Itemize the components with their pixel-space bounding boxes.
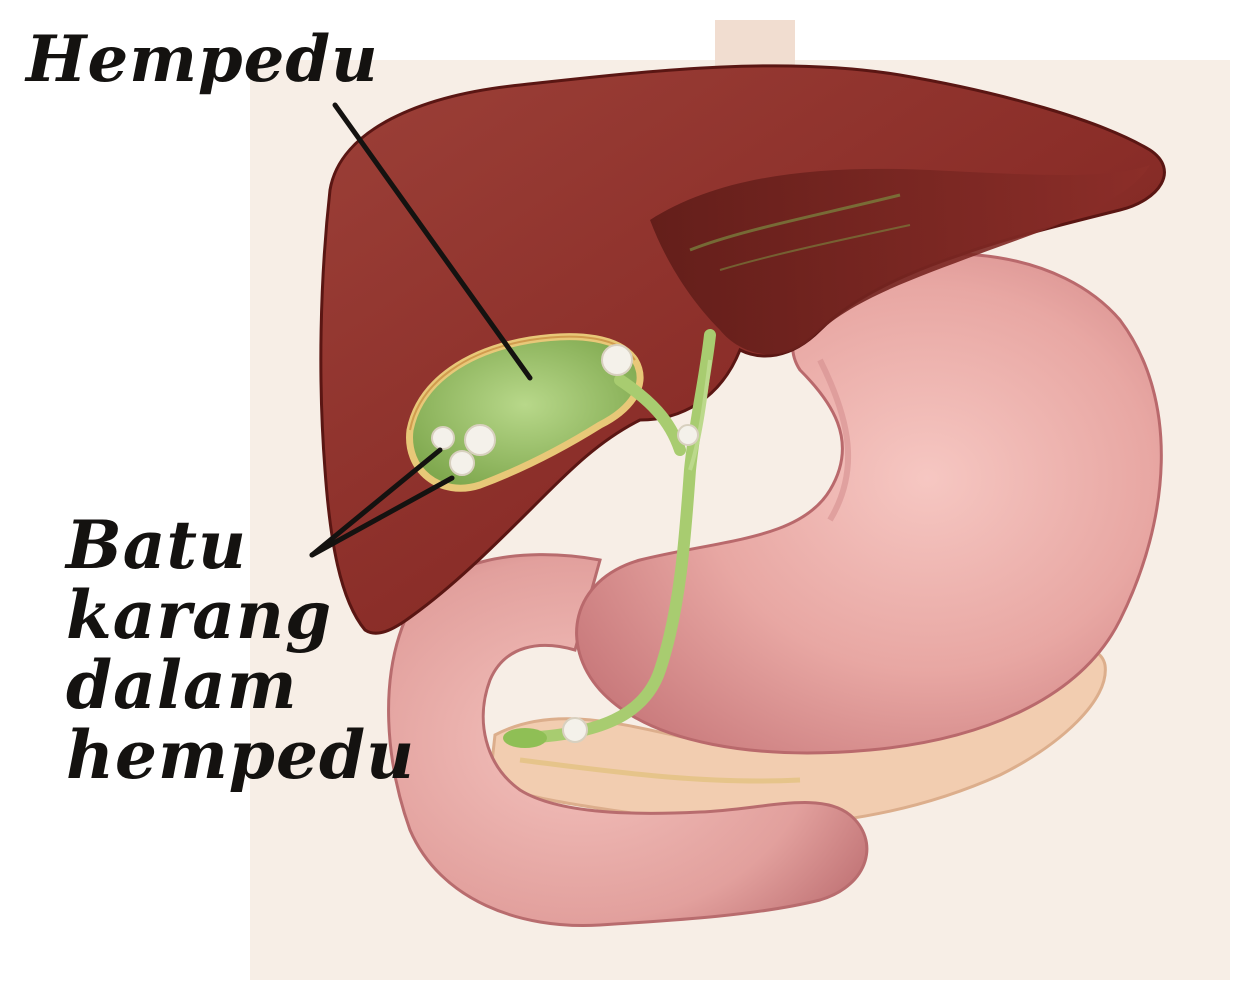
gallstones-label-line: hempedu <box>66 720 415 790</box>
gallstone <box>465 425 495 455</box>
gallstone <box>678 425 698 445</box>
gallstone <box>563 718 587 742</box>
gallstone <box>602 345 632 375</box>
gallstones-label: Batu karang dalam hempedu <box>66 510 415 790</box>
gallstone <box>450 451 474 475</box>
gallstones-label-line: Batu <box>66 510 415 580</box>
gallstones-label-line: dalam <box>66 650 415 720</box>
gallstones-label-line: karang <box>66 580 415 650</box>
gallstone <box>432 427 454 449</box>
gallbladder-label: Hempedu <box>26 20 379 100</box>
